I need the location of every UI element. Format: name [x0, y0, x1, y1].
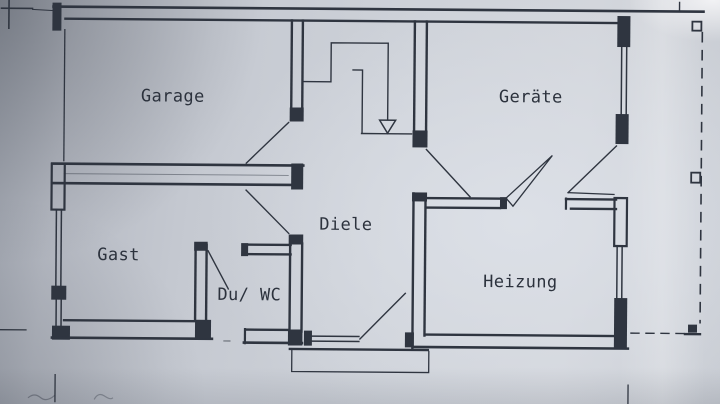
boundary-marker-icon — [691, 20, 703, 32]
heizung-door-leaf — [505, 155, 553, 208]
top-exterior-wall — [52, 1, 705, 31]
down-arrow-icon — [378, 119, 397, 135]
heizung-window-wall — [613, 196, 629, 349]
garage-gast-wall — [50, 162, 305, 190]
gast-window-upper — [55, 208, 63, 287]
garage-door-swing — [245, 121, 290, 165]
corridor-door-swing — [245, 189, 290, 235]
geraete-heizung-door-swing — [567, 145, 618, 194]
edge-marks — [0, 329, 629, 404]
room-label-gast: Gast — [97, 245, 140, 265]
heizung-top-wall-left — [424, 196, 508, 210]
boundary-corner-marker-icon — [683, 324, 702, 336]
boundary-marker-icon — [690, 171, 702, 184]
survey-cross-icon — [0, 0, 55, 30]
gast-left-wall — [50, 162, 66, 211]
room-label-duwc: Du/ WC — [217, 285, 281, 306]
entrance-porch — [291, 349, 430, 374]
duwc-diele-wall — [287, 234, 304, 346]
duwc-top-wall — [241, 243, 292, 257]
geraete-window-wall — [615, 16, 631, 145]
property-boundary-line — [630, 31, 704, 335]
diele-geraete-wall — [412, 20, 429, 148]
entrance-door — [288, 292, 430, 352]
heizung-top-wall-right — [564, 192, 618, 211]
stair-walk-line — [303, 42, 413, 135]
room-label-diele: Diele — [319, 215, 372, 235]
garage-walls — [63, 19, 305, 162]
gast-window-mullion — [51, 285, 67, 300]
room-label-garage: Garage — [141, 86, 205, 107]
room-label-geraete: Geräte — [499, 87, 563, 108]
gast-corner-block — [51, 325, 71, 340]
heizung-bottom-wall — [411, 333, 630, 350]
gast-window-lower — [55, 298, 62, 327]
duwc-door-swing — [207, 249, 230, 290]
gast-duwc-wall — [193, 241, 208, 323]
room-label-heizung: Heizung — [483, 272, 558, 293]
heizung-left-wall — [411, 192, 428, 351]
bottom-exterior-wall — [50, 318, 304, 345]
geraete-door-swing — [425, 148, 472, 198]
